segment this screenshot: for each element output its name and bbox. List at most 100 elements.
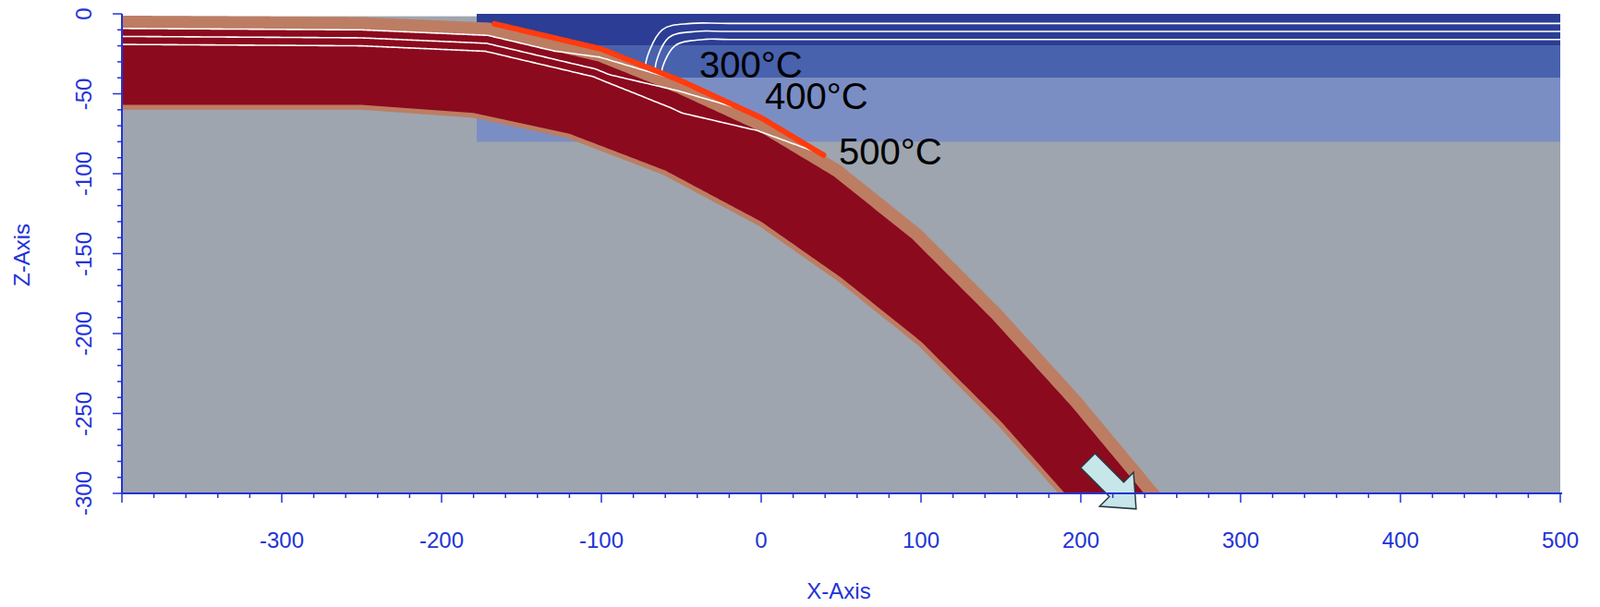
x-axis-tick xyxy=(1335,493,1338,498)
x-axis-tick xyxy=(1303,493,1306,498)
x-tick-label: 100 xyxy=(902,529,940,552)
x-axis-tick xyxy=(1495,493,1498,498)
x-axis-tick xyxy=(1527,493,1530,498)
x-tick-label: 0 xyxy=(754,529,767,552)
x-axis-tick xyxy=(1175,493,1178,498)
z-axis-tick xyxy=(112,172,122,175)
x-axis-tick xyxy=(1431,493,1434,498)
z-tick-label: -200 xyxy=(72,311,96,356)
x-axis-tick xyxy=(696,493,699,498)
x-tick-label: -100 xyxy=(579,529,624,552)
x-axis-tick xyxy=(983,493,986,498)
z-axis-tick xyxy=(117,380,122,383)
z-axis-tick xyxy=(117,349,122,352)
x-axis-tick xyxy=(1368,493,1370,498)
z-axis-tick xyxy=(117,60,122,63)
z-axis-tick xyxy=(117,76,122,79)
z-axis-tick xyxy=(117,189,122,192)
x-axis-tick xyxy=(792,493,795,498)
z-axis-tick xyxy=(117,29,122,32)
x-axis-tick xyxy=(472,493,475,498)
x-axis-tick xyxy=(1463,493,1466,498)
x-axis-tick xyxy=(504,493,507,498)
z-axis-tick xyxy=(117,141,122,144)
x-axis-tick xyxy=(536,493,539,498)
x-axis-tick xyxy=(217,493,219,498)
z-axis-tick xyxy=(117,109,122,111)
z-axis-tick xyxy=(112,412,122,415)
x-tick-label: 200 xyxy=(1062,529,1100,552)
z-axis-tick xyxy=(117,157,122,159)
x-axis-tick xyxy=(1239,493,1242,503)
x-axis-tick xyxy=(920,493,922,503)
z-axis-tick xyxy=(117,301,122,304)
slab-lithosphere xyxy=(121,28,1215,494)
x-axis-tick xyxy=(249,493,252,498)
x-axis-tick xyxy=(440,493,443,503)
x-axis-tick xyxy=(1143,493,1146,498)
x-tick-label: -300 xyxy=(259,529,304,552)
x-axis-tick xyxy=(760,493,763,503)
z-axis-tick xyxy=(117,236,122,239)
z-axis-tick xyxy=(112,492,122,495)
z-axis-tick xyxy=(117,124,122,127)
x-tick-label: -200 xyxy=(419,529,464,552)
z-tick-label: -100 xyxy=(72,151,96,196)
z-axis-tick xyxy=(117,428,122,431)
z-axis-tick xyxy=(112,332,122,335)
x-axis-tick xyxy=(728,493,731,498)
x-tick-label: 500 xyxy=(1541,529,1579,552)
z-axis-tick xyxy=(112,93,122,96)
x-axis-tick xyxy=(824,493,826,498)
z-axis-tick xyxy=(112,12,122,15)
x-axis-tick xyxy=(121,493,123,503)
z-axis-tick xyxy=(117,316,122,319)
z-tick-label: -300 xyxy=(72,471,96,516)
x-axis-tick xyxy=(1208,493,1211,498)
z-axis-title: Z-Axis xyxy=(11,223,34,287)
axes xyxy=(112,13,1563,503)
z-tick-label: -250 xyxy=(72,390,96,436)
z-axis-tick xyxy=(117,205,122,207)
x-axis-title: X-Axis xyxy=(806,580,871,603)
z-axis-tick xyxy=(117,460,122,463)
z-axis-tick xyxy=(117,476,122,479)
x-axis-tick xyxy=(1399,493,1402,503)
z-axis-tick xyxy=(117,364,122,367)
x-axis-tick xyxy=(632,493,635,498)
x-axis-tick xyxy=(569,493,571,498)
x-axis-tick xyxy=(1272,493,1274,498)
x-axis-tick xyxy=(344,493,347,498)
x-tick-label: 300 xyxy=(1222,529,1260,552)
z-axis-tick xyxy=(117,284,122,287)
x-axis-tick xyxy=(1048,493,1051,498)
z-axis-tick xyxy=(117,444,122,447)
x-axis-tick xyxy=(856,493,859,498)
x-axis-tick xyxy=(888,493,891,498)
z-axis-tick xyxy=(117,396,122,399)
z-axis-tick xyxy=(117,45,122,48)
slab-motion-arrow xyxy=(1070,443,1153,526)
x-axis-tick xyxy=(664,493,667,498)
x-axis-tick xyxy=(409,493,412,498)
isotherm-label: 500°C xyxy=(838,133,943,170)
overriding-plate-layer xyxy=(476,13,1561,47)
x-axis-tick xyxy=(952,493,955,498)
z-tick-label: 0 xyxy=(72,7,96,20)
x-tick-label: 400 xyxy=(1381,529,1419,552)
x-axis-line xyxy=(121,492,1563,495)
surface-strip xyxy=(121,13,477,17)
x-axis-tick xyxy=(376,493,379,498)
x-axis-tick xyxy=(1079,493,1082,503)
z-axis-tick xyxy=(117,268,122,271)
x-axis-tick xyxy=(313,493,316,498)
x-axis-tick xyxy=(1112,493,1115,498)
x-axis-tick xyxy=(1559,493,1562,503)
x-axis-tick xyxy=(153,493,156,498)
x-axis-tick xyxy=(280,493,283,503)
isotherm-label: 400°C xyxy=(764,77,869,115)
z-tick-label: -50 xyxy=(72,77,96,110)
z-axis-tick xyxy=(112,253,122,255)
x-axis-tick xyxy=(184,493,187,498)
